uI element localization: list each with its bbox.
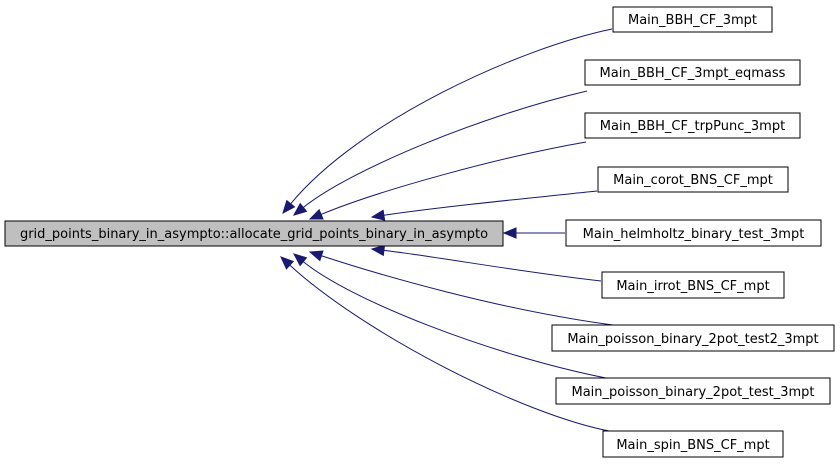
caller-node-label: Main_spin_BNS_CF_mpt	[616, 438, 769, 453]
caller-node-box	[601, 271, 785, 299]
caller-node-label: Main_BBH_CF_3mpt	[628, 13, 757, 28]
caller-node-label: Main_poisson_binary_2pot_test_3mpt	[571, 385, 814, 400]
edge-main-bbh-cf-3mpt-eqmass	[303, 90, 588, 208]
edge-main-poisson-binary-2pot-test-3mpt-arrowhead	[292, 253, 308, 267]
edge-main-bbh-cf-trppunc-3mpt-arrowhead	[308, 208, 324, 220]
center-node[interactable]: grid_points_binary_in_asympto::allocate_…	[4, 220, 504, 247]
center-node-label: grid_points_binary_in_asympto::allocate_…	[20, 227, 488, 242]
center-node-box	[4, 220, 504, 247]
edge-main-irrot-bns-cf-mpt	[383, 249, 602, 282]
edge-main-poisson-binary-2pot-test2-3mpt-arrowhead	[308, 250, 324, 262]
caller-node-main-irrot-bns-cf-mpt[interactable]: Main_irrot_BNS_CF_mpt	[601, 271, 785, 299]
edge-main-spin-bns-cf-mpt	[289, 264, 615, 433]
edge-main-helmholtz-binary-test-3mpt-arrowhead	[502, 227, 517, 239]
caller-node-main-poisson-binary-2pot-test2-3mpt[interactable]: Main_poisson_binary_2pot_test2_3mpt	[551, 324, 835, 352]
caller-node-box	[565, 219, 822, 247]
caller-node-box	[555, 377, 831, 405]
edges	[280, 28, 615, 433]
caller-node-main-bbh-cf-3mpt[interactable]: Main_BBH_CF_3mpt	[612, 6, 773, 33]
edge-main-bbh-cf-3mpt-arrowhead	[282, 199, 296, 215]
edge-main-bbh-cf-3mpt-eqmass-arrowhead	[292, 202, 308, 216]
caller-node-box	[597, 166, 789, 193]
edge-main-poisson-binary-2pot-test2-3mpt	[321, 255, 614, 326]
edge-main-spin-bns-cf-mpt-arrowhead	[280, 256, 295, 270]
caller-node-label: Main_poisson_binary_2pot_test2_3mpt	[567, 332, 818, 347]
edge-main-bbh-cf-trppunc-3mpt	[320, 141, 587, 215]
caller-node-label: Main_helmholtz_binary_test_3mpt	[583, 227, 805, 242]
caller-node-main-bbh-cf-trppunc-3mpt[interactable]: Main_BBH_CF_trpPunc_3mpt	[584, 112, 801, 139]
caller-node-box	[612, 6, 773, 33]
caller-node-label: Main_corot_BNS_CF_mpt	[613, 173, 773, 188]
caller-node-label: Main_BBH_CF_trpPunc_3mpt	[600, 119, 785, 134]
caller-node-box	[602, 430, 784, 458]
caller-node-label: Main_irrot_BNS_CF_mpt	[616, 279, 769, 294]
edge-main-poisson-binary-2pot-test-3mpt	[302, 261, 607, 379]
caller-node-box	[584, 112, 801, 139]
caller-node-main-bbh-cf-3mpt-eqmass[interactable]: Main_BBH_CF_3mpt_eqmass	[584, 59, 801, 86]
caller-node-main-poisson-binary-2pot-test-3mpt[interactable]: Main_poisson_binary_2pot_test_3mpt	[555, 377, 831, 405]
caller-node-main-corot-bns-cf-mpt[interactable]: Main_corot_BNS_CF_mpt	[597, 166, 789, 193]
caller-node-label: Main_BBH_CF_3mpt_eqmass	[600, 66, 786, 81]
edge-main-bbh-cf-3mpt	[290, 28, 613, 205]
caller-node-box	[584, 59, 801, 86]
caller-node-main-helmholtz-binary-test-3mpt[interactable]: Main_helmholtz_binary_test_3mpt	[565, 219, 822, 247]
edge-main-irrot-bns-cf-mpt-arrowhead	[370, 244, 386, 257]
caller-node-main-spin-bns-cf-mpt[interactable]: Main_spin_BNS_CF_mpt	[602, 430, 784, 458]
edge-main-corot-bns-cf-mpt-arrowhead	[370, 209, 386, 221]
edge-main-corot-bns-cf-mpt	[383, 190, 598, 216]
caller-node-box	[551, 324, 835, 352]
